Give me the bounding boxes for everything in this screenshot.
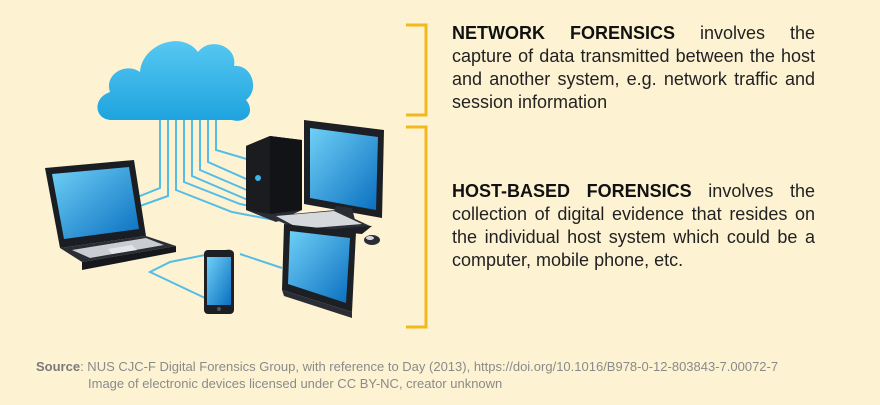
source-caption: Source: NUS CJC-F Digital Forensics Grou… <box>36 358 778 392</box>
host-bracket <box>406 125 428 329</box>
cloud-icon <box>97 41 254 121</box>
mobile-phone-icon <box>204 250 234 314</box>
source-label: Source <box>36 359 81 374</box>
mouse-icon <box>364 235 380 245</box>
network-forensics-text: involves the capture of data transmitted… <box>452 23 815 112</box>
host-based-forensics-text: involves the collection of digital evide… <box>452 181 815 270</box>
network-forensics-description: NETWORK FORENSICS involves the capture o… <box>452 22 815 114</box>
host-based-forensics-term: HOST-BASED FORENSICS <box>452 181 692 201</box>
tablet-icon <box>282 224 356 318</box>
laptop-icon <box>45 160 176 270</box>
source-line-2: Image of electronic devices licensed und… <box>88 376 503 391</box>
source-line-1: : NUS CJC-F Digital Forensics Group, wit… <box>80 359 779 374</box>
network-bracket <box>406 23 428 117</box>
desktop-tower-icon <box>246 136 302 222</box>
host-based-forensics-description: HOST-BASED FORENSICS involves the collec… <box>452 180 815 272</box>
network-devices-illustration <box>45 41 384 318</box>
network-cables <box>94 118 301 299</box>
network-forensics-term: NETWORK FORENSICS <box>452 23 675 43</box>
